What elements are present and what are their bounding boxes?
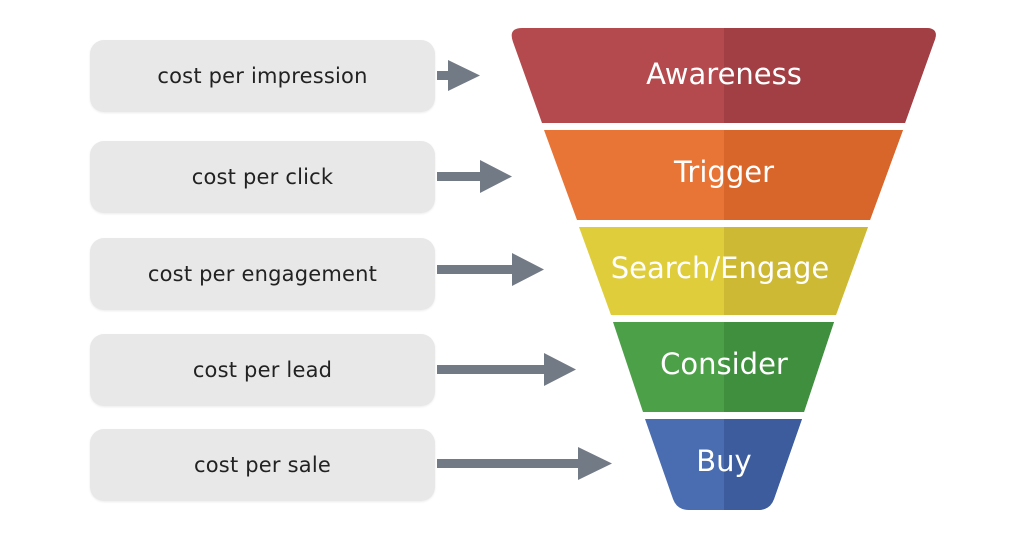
arrow-sale	[437, 447, 612, 480]
stage-label-buy: Buy	[696, 444, 751, 478]
metric-box-impression: cost per impression	[90, 40, 435, 112]
metric-box-engagement: cost per engagement	[90, 238, 435, 310]
funnel-stage-trigger: Trigger	[544, 130, 903, 220]
metric-box-click: cost per click	[90, 141, 435, 213]
arrow-click	[437, 160, 512, 193]
metric-label-lead: cost per lead	[192, 358, 333, 382]
arrow-engagement	[437, 253, 544, 286]
stage-label-trigger: Trigger	[673, 155, 774, 189]
metric-label-engagement: cost per engagement	[147, 262, 378, 286]
funnel-stage-awareness: Awareness	[511, 28, 936, 123]
arrow-lead	[437, 353, 576, 386]
arrow-group	[437, 60, 612, 480]
metric-label-sale: cost per sale	[194, 453, 331, 477]
funnel-stage-search-engage: Search/Engage	[579, 227, 868, 315]
arrow-impression	[437, 60, 480, 91]
funnel-stage-buy: Buy	[645, 419, 802, 510]
stage-label-consider: Consider	[660, 347, 788, 381]
funnel-stage-consider: Consider	[613, 322, 834, 412]
stage-label-awareness: Awareness	[646, 57, 802, 91]
metric-box-lead: cost per lead	[90, 334, 435, 406]
metric-label-impression: cost per impression	[157, 64, 368, 88]
metric-label-click: cost per click	[191, 165, 334, 189]
metric-box-sale: cost per sale	[90, 429, 435, 501]
stage-label-search-engage: Search/Engage	[611, 251, 830, 285]
